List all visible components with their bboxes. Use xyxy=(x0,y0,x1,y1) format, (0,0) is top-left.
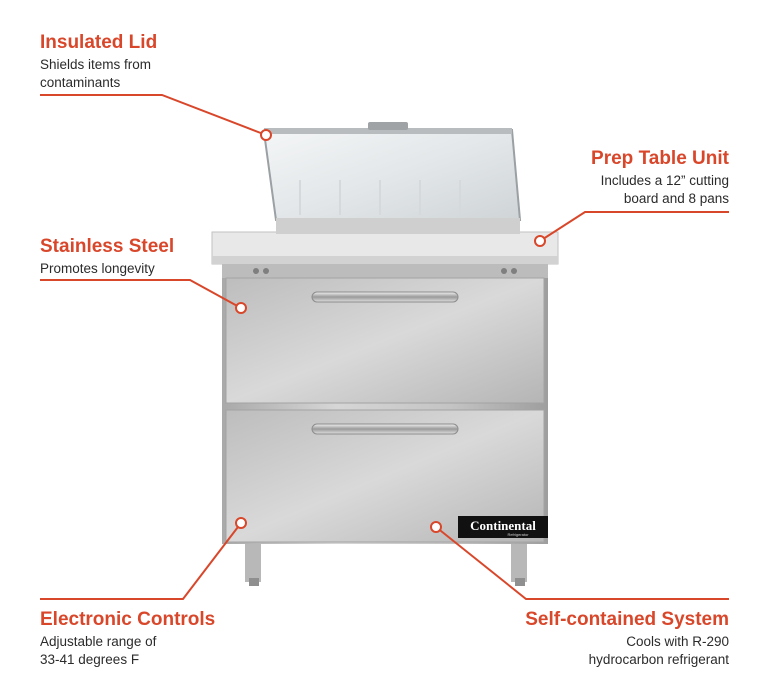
leader-dots xyxy=(235,129,546,533)
leader-electronic xyxy=(40,522,242,600)
lower-drawer-handle[interactable] xyxy=(311,423,459,435)
callout-desc: Promotes longevity xyxy=(40,261,155,276)
leader-prep-table xyxy=(539,211,729,242)
callout-desc: Includes a 12” cutting board and 8 pans xyxy=(600,173,729,206)
callout-desc: Cools with R-290 hydrocarbon refrigerant xyxy=(588,634,729,667)
brand-sub: Refrigerator xyxy=(507,532,529,537)
legs xyxy=(245,540,527,586)
leader-insulated-lid xyxy=(40,94,267,136)
dot-electronic xyxy=(235,517,247,529)
dot-self-contained xyxy=(430,521,442,533)
dot-prep-table xyxy=(534,235,546,247)
callout-insulated-lid: Insulated Lid Shields items from contami… xyxy=(40,32,157,92)
callout-desc: Shields items from contaminants xyxy=(40,57,152,90)
callout-title: Self-contained System xyxy=(525,609,729,630)
brand-plate: Continental Refrigerator xyxy=(458,516,548,538)
callout-prep-table: Prep Table Unit Includes a 12” cutting b… xyxy=(591,148,729,208)
callout-self-contained: Self-contained System Cools with R-290 h… xyxy=(525,609,729,669)
callout-stainless-steel: Stainless Steel Promotes longevity xyxy=(40,236,174,278)
upper-drawer-handle[interactable] xyxy=(311,291,459,303)
leader-self-contained xyxy=(435,526,729,600)
callout-title: Stainless Steel xyxy=(40,236,175,257)
brand-name: Continental xyxy=(470,518,536,533)
callout-title: Electronic Controls xyxy=(40,609,216,630)
callout-electronic-controls: Electronic Controls Adjustable range of … xyxy=(40,609,215,669)
insulated-lid xyxy=(262,128,522,221)
leader-lines xyxy=(40,94,729,600)
callout-title: Insulated Lid xyxy=(40,32,158,53)
pans xyxy=(299,180,461,215)
dot-stainless xyxy=(235,302,247,314)
callout-desc: Adjustable range of 33-41 degrees F xyxy=(40,634,157,667)
leader-stainless xyxy=(40,279,242,309)
callout-title: Prep Table Unit xyxy=(591,148,729,169)
vent-strip xyxy=(222,264,548,278)
dot-insulated-lid xyxy=(260,129,272,141)
